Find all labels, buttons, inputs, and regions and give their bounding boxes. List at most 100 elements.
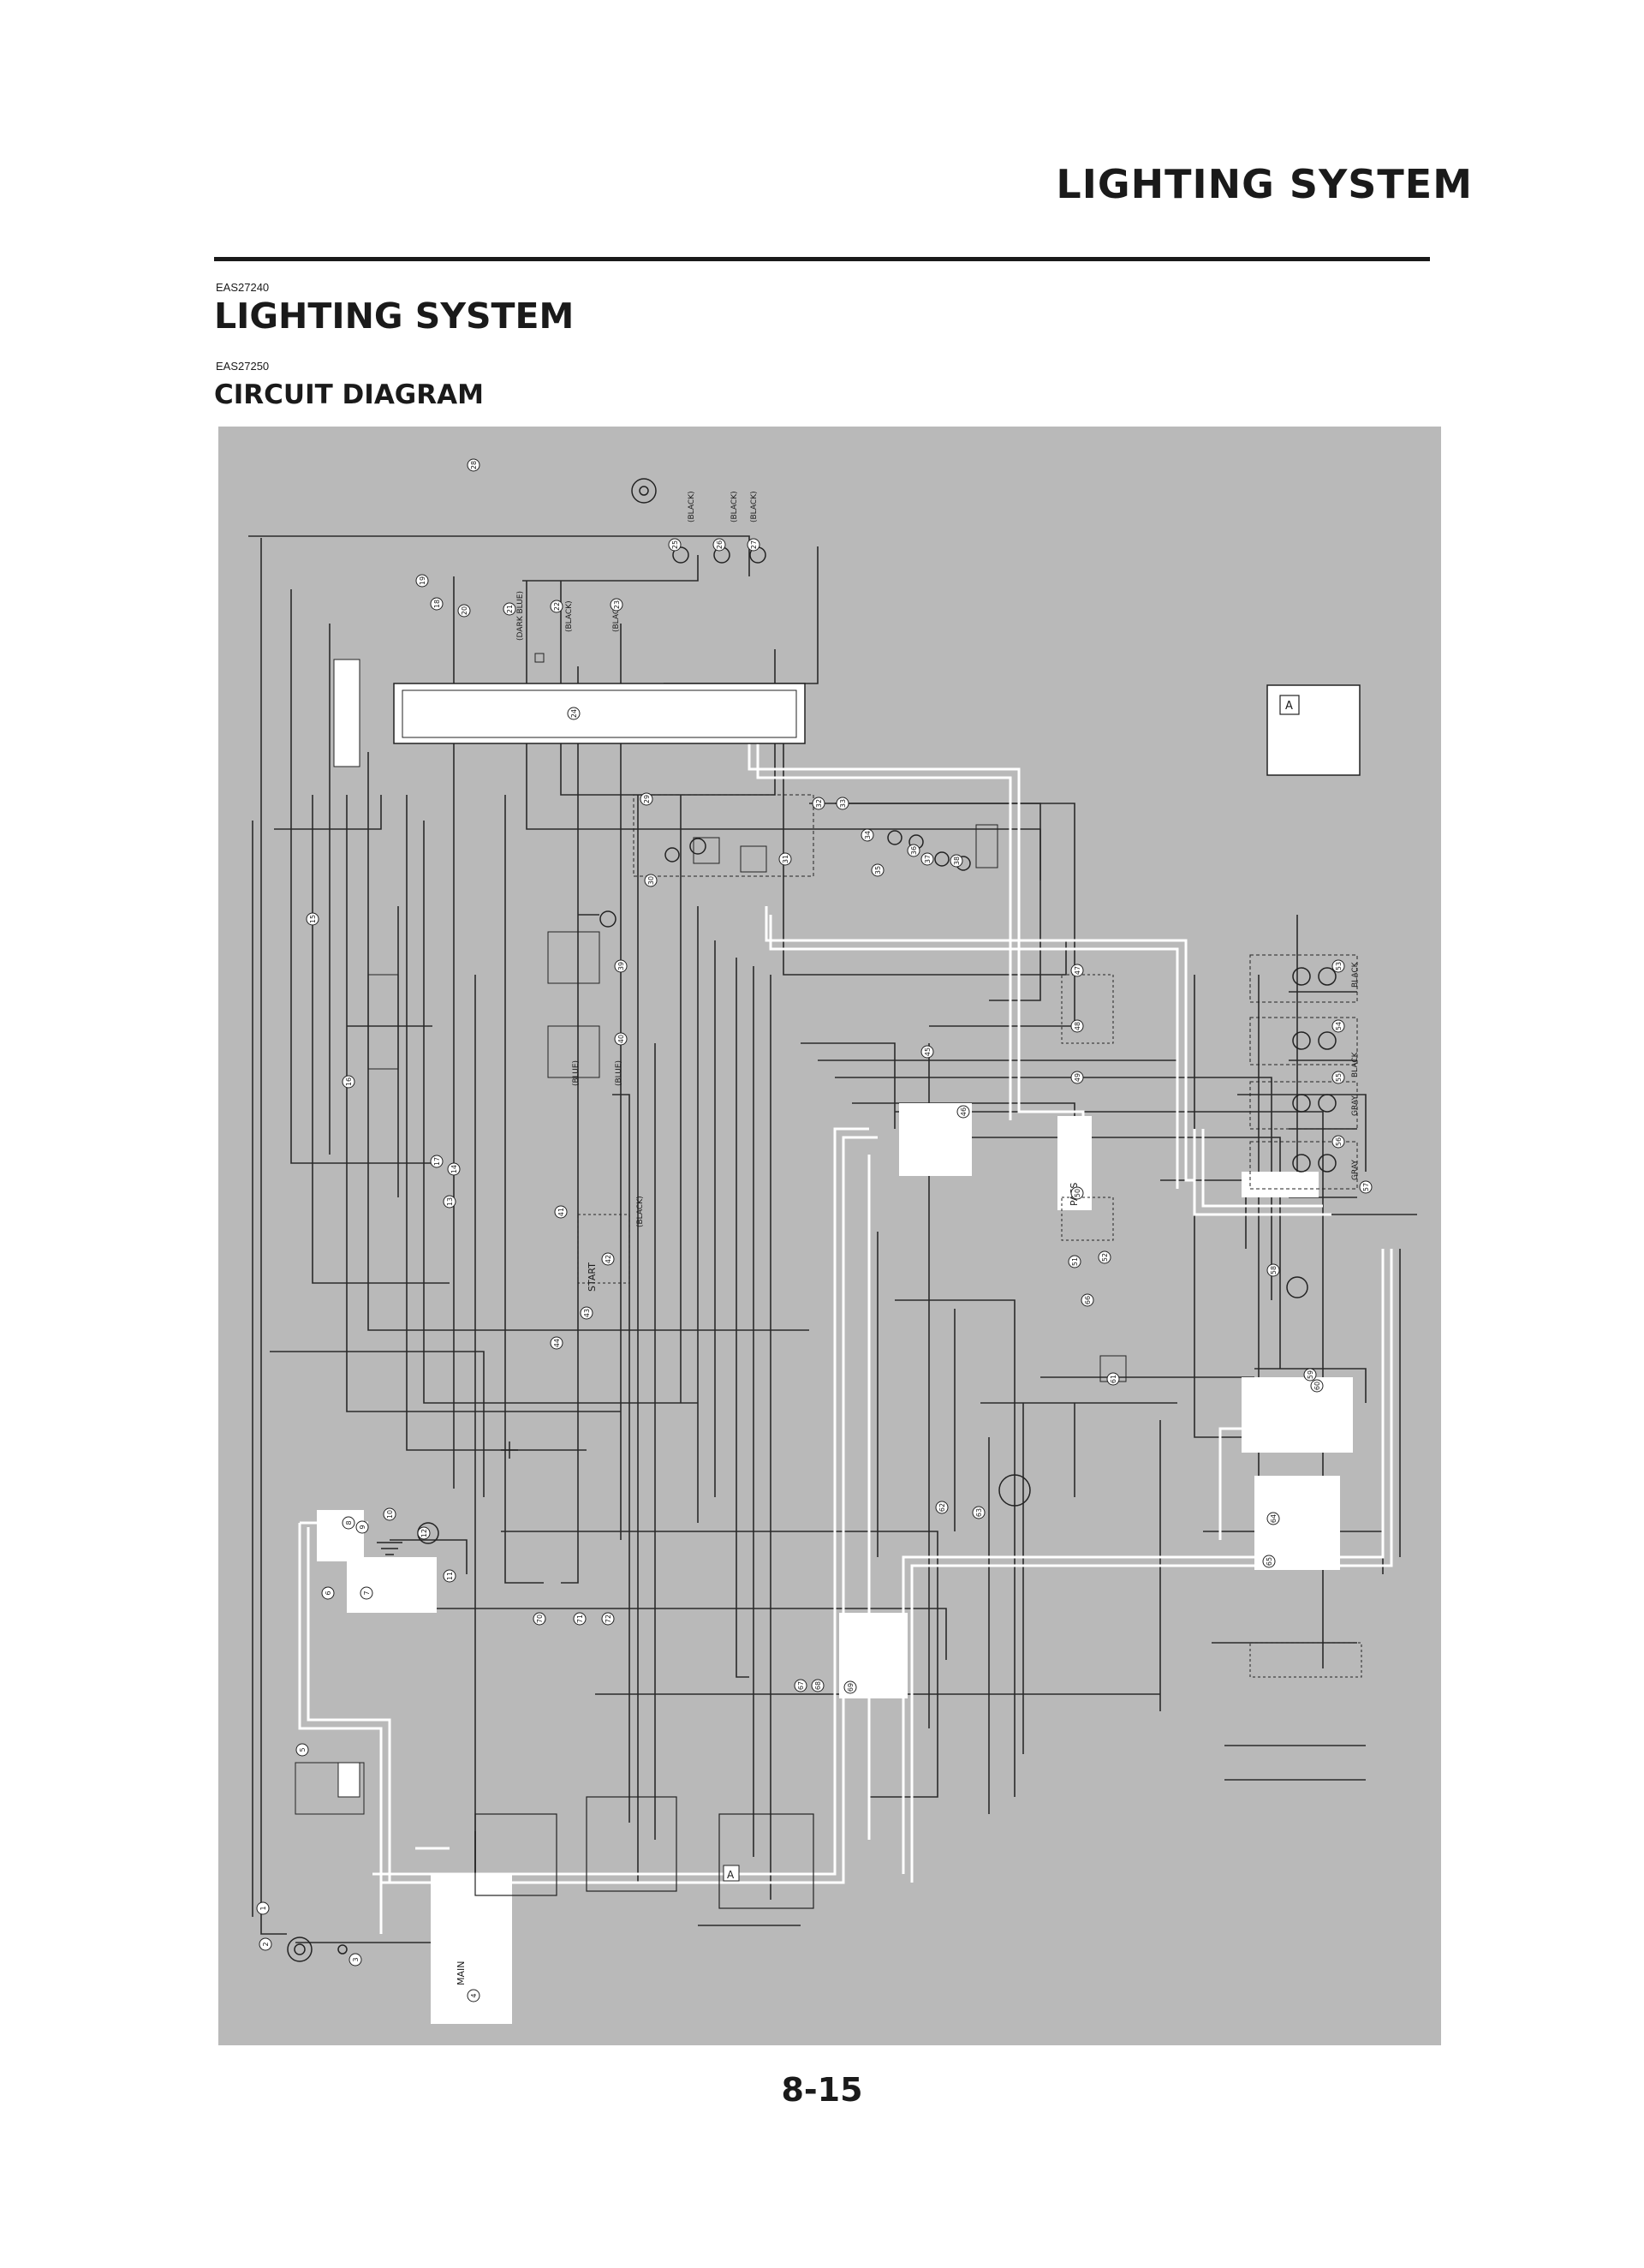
lamp-icon xyxy=(599,910,616,928)
callout-circle xyxy=(360,1586,373,1600)
meter-assembly-box xyxy=(393,683,806,744)
callout-number: 5 xyxy=(299,1747,307,1752)
subsection-code: EAS27250 xyxy=(216,360,270,373)
callout-number: 64 xyxy=(1270,1514,1278,1523)
callout-circle xyxy=(1070,964,1084,977)
callout-number: 59 xyxy=(1307,1370,1314,1379)
callout-circle xyxy=(1266,1263,1280,1277)
wire-color-label: (BLACK) xyxy=(688,491,696,522)
sensor-icon xyxy=(337,1944,348,1955)
callout-number: 41 xyxy=(557,1208,565,1216)
callout-circle xyxy=(355,1520,369,1534)
wiring xyxy=(248,535,1417,1943)
callout-number: 63 xyxy=(975,1508,983,1517)
wire-color-label: (BLACK) xyxy=(750,491,759,522)
header-divider xyxy=(214,257,1430,261)
indicator-icon xyxy=(689,838,706,855)
callout-circle xyxy=(567,707,581,720)
callout-number: 11 xyxy=(446,1572,454,1580)
callout-circle xyxy=(712,538,726,552)
callout-number: 39 xyxy=(617,962,625,970)
callout-circle xyxy=(1070,1186,1084,1200)
subsection-title: CIRCUIT DIAGRAM xyxy=(214,379,484,410)
callout-number: 55 xyxy=(1335,1073,1343,1082)
callout-number: 7 xyxy=(363,1591,371,1595)
battery-box xyxy=(317,1510,364,1561)
callout-circle xyxy=(920,852,934,866)
switch-box-dimmer xyxy=(1057,1116,1092,1167)
callout-circle xyxy=(430,1155,444,1168)
callout-circle xyxy=(306,912,319,926)
callout-circle xyxy=(871,863,885,877)
callout-circle xyxy=(348,1953,362,1967)
indicator-icon xyxy=(887,830,902,845)
meter-relay-box xyxy=(1242,1377,1353,1453)
callout-circle xyxy=(640,792,653,806)
ecu-box-3 xyxy=(718,1813,814,1909)
callout-circle xyxy=(554,1205,568,1219)
callout-circle xyxy=(533,1612,546,1626)
callout-circle xyxy=(1106,1372,1120,1386)
callout-circle xyxy=(920,1045,934,1059)
callout-circle xyxy=(1081,1293,1094,1307)
callout-circle xyxy=(1303,1368,1317,1382)
callout-circle xyxy=(1331,1019,1345,1033)
callout-number: 46 xyxy=(960,1107,968,1116)
callout-number: 3 xyxy=(352,1957,360,1961)
callout-number: 72 xyxy=(605,1614,612,1623)
callout-circle xyxy=(747,538,760,552)
page-header-title: LIGHTING SYSTEM xyxy=(1056,161,1473,207)
callout-number: 34 xyxy=(864,831,872,839)
callout-circle xyxy=(573,1612,587,1626)
connector-block xyxy=(333,659,360,767)
callout-number: 60 xyxy=(1313,1382,1321,1390)
callout-circle xyxy=(503,602,516,616)
callout-circle xyxy=(1070,1019,1084,1033)
component-symbols xyxy=(287,478,1337,1962)
callout-number: 61 xyxy=(1110,1375,1117,1383)
callout-circle xyxy=(972,1506,986,1519)
callout-number: 44 xyxy=(553,1339,561,1347)
junction-box xyxy=(1242,1172,1319,1197)
callout-number: 66 xyxy=(1084,1296,1092,1304)
callout-circle xyxy=(778,852,792,866)
callout-number: 19 xyxy=(419,576,426,585)
callout-circle xyxy=(812,797,825,810)
starter-relay-box xyxy=(633,794,814,877)
callout-circle xyxy=(1331,959,1345,973)
headlight-icon xyxy=(1292,1031,1311,1050)
diagram-labels: (BLACK) (BLACK) (BLACK) (DARK BLUE) (BLA… xyxy=(456,491,1360,1985)
callout-circle xyxy=(861,828,874,842)
ecu-box-2 xyxy=(586,1796,677,1892)
callout-circle xyxy=(447,1162,461,1176)
callout-number: 20 xyxy=(461,606,468,615)
callout-number: 67 xyxy=(797,1681,805,1690)
callout-circle xyxy=(794,1679,807,1692)
callout-number: 35 xyxy=(874,866,882,874)
callout-circle xyxy=(1331,1135,1345,1149)
wire-color-label: GRAY xyxy=(1351,1095,1360,1116)
section-title: LIGHTING SYSTEM xyxy=(214,295,575,337)
callout-number: 1 xyxy=(259,1906,267,1910)
wire-color-label: (BLUE) xyxy=(572,1060,581,1086)
callout-number: 24 xyxy=(570,709,578,718)
fuse-main-box xyxy=(347,1557,437,1613)
callout-number: 48 xyxy=(1074,1022,1081,1030)
callout-number: 10 xyxy=(386,1510,394,1519)
callout-number: 8 xyxy=(345,1520,353,1525)
callout-number: 33 xyxy=(839,799,847,808)
callout-number: 27 xyxy=(750,540,758,549)
callout-circle xyxy=(430,597,444,611)
callout-number: 68 xyxy=(814,1681,822,1690)
callout-circle xyxy=(256,1901,270,1915)
callout-circle xyxy=(1262,1555,1276,1568)
switch-label-start: START xyxy=(587,1262,598,1292)
callout-circle xyxy=(956,1105,970,1119)
callout-number: 6 xyxy=(325,1591,332,1595)
callout-circle xyxy=(1266,1512,1280,1525)
callout-number: 58 xyxy=(1270,1266,1278,1274)
callout-circle xyxy=(467,458,480,472)
callout-number: 13 xyxy=(446,1197,454,1206)
motor-icon xyxy=(998,1474,1031,1507)
